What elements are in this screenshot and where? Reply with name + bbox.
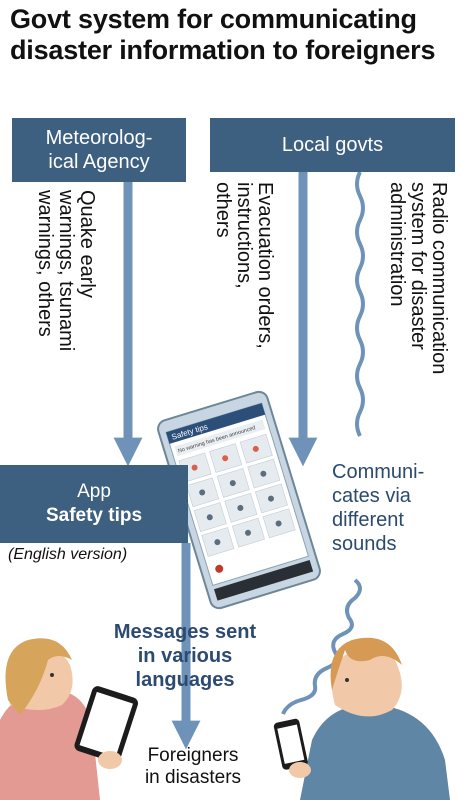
quake-warnings-label: Quake early warnings, tsunami warnings, … [34, 190, 98, 352]
app-name: Safety tips [45, 505, 143, 526]
sounds-note: Communi- cates via different sounds [332, 461, 425, 555]
app-label: App [77, 481, 111, 502]
person-left-illustration [0, 638, 139, 800]
meteorological-agency-box: Meteorolog- ical Agency [12, 118, 186, 182]
radio-wave-line [355, 171, 365, 437]
sound-wave-line [281, 578, 362, 715]
diagram-title: Govt system for communicating disaster i… [10, 4, 436, 65]
local-govts-box: Local govts [210, 118, 455, 172]
app-box: App Safety tips [0, 465, 188, 543]
meteorological-agency-label: Meteorolog- ical Agency [45, 127, 153, 173]
smartphone-illustration: Safety tips No warning has been announce… [157, 390, 321, 610]
foreigners-label: Foreigners in disasters [144, 745, 242, 788]
radio-system-label: Radio communication system for disaster … [386, 182, 450, 375]
messages-label: Messages sent in various languages [113, 621, 257, 691]
person-right-illustration [273, 637, 450, 800]
english-version-label: (English version) [8, 546, 128, 563]
evacuation-orders-label: Evacuation orders, instructions, others [212, 182, 276, 349]
local-govts-label: Local govts [281, 133, 384, 156]
